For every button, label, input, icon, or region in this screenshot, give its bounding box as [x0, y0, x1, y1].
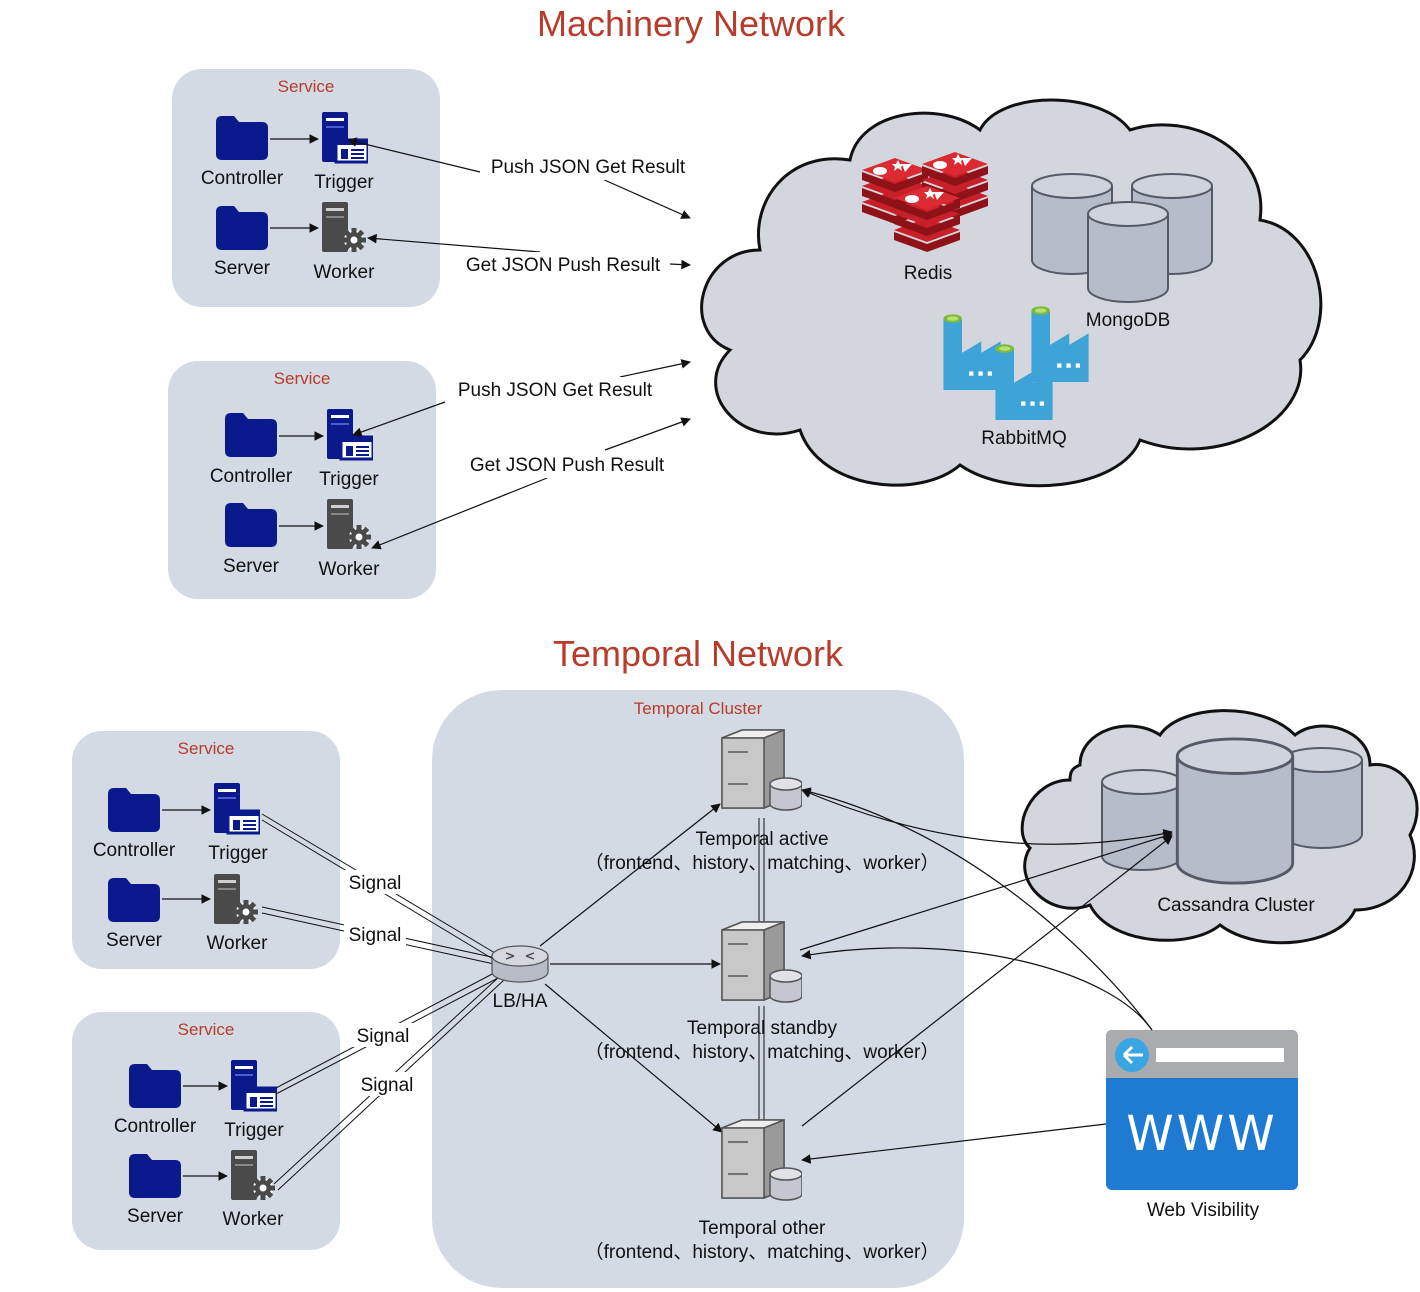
cassandra-cylinder-icon: [1175, 737, 1295, 885]
controller-folder-icon: [225, 413, 277, 457]
node-name: Temporal active: [695, 829, 828, 850]
worker-label: Worker: [223, 1209, 285, 1230]
server-folder-icon: [108, 878, 160, 922]
group-label: Service: [278, 77, 335, 96]
lb-label: LB/HA: [493, 991, 548, 1012]
node-roles: （frontend、history、matching、worker）: [585, 852, 940, 874]
storage-links: [799, 787, 1173, 1164]
machinery-edges: [347, 137, 691, 550]
server-label: Server: [214, 258, 271, 279]
node-roles: （frontend、history、matching、worker）: [585, 1241, 940, 1263]
server-label: Server: [127, 1206, 184, 1227]
cluster-replication-line: [758, 818, 765, 1120]
controller-label: Controller: [114, 1116, 197, 1137]
server-label: Server: [223, 556, 280, 577]
trigger-label: Trigger: [319, 469, 379, 490]
edge-label: Get JSON Push Result: [470, 455, 665, 476]
edge-label: Push JSON Get Result: [458, 380, 653, 401]
router-icon: [491, 945, 549, 983]
machinery-broker-cloud: Redis MongoDB RabbitMQ: [700, 98, 1323, 488]
trigger-label: Trigger: [314, 172, 374, 193]
worker-label: Worker: [319, 559, 381, 580]
group-label: Service: [178, 739, 235, 758]
server-folder-icon: [225, 503, 277, 547]
controller-label: Controller: [93, 840, 176, 861]
cassandra-cylinder-icon: [1101, 769, 1183, 871]
signal-label: Signal: [357, 1026, 410, 1047]
trigger-label: Trigger: [208, 843, 268, 864]
lb-links: [539, 803, 723, 1133]
cassandra-label: Cassandra Cluster: [1157, 895, 1315, 916]
web-visibility-label: Web Visibility: [1147, 1200, 1260, 1221]
www-text: WWW: [1126, 1106, 1277, 1162]
mongodb-label: MongoDB: [1086, 310, 1171, 331]
worker-label: Worker: [314, 262, 376, 283]
signal-label: Signal: [349, 873, 402, 894]
temporal-service-group-1: Service Controller Trigger Server Worker: [72, 731, 340, 969]
redis-label: Redis: [904, 263, 953, 284]
trigger-label: Trigger: [224, 1120, 284, 1141]
controller-label: Controller: [210, 466, 293, 487]
machinery-title: Machinery Network: [537, 3, 846, 44]
cluster-label: Temporal Cluster: [634, 699, 763, 718]
machinery-service-group-1: Service Controller Trigger Server Worker: [172, 69, 440, 307]
cassandra-cloud: Cassandra Cluster: [1020, 709, 1419, 945]
signal-label: Signal: [361, 1075, 414, 1096]
machinery-service-group-2: Service Controller Trigger Server Worker: [168, 361, 436, 599]
worker-label: Worker: [207, 933, 269, 954]
group-label: Service: [178, 1020, 235, 1039]
server-label: Server: [106, 930, 163, 951]
group-label: Service: [274, 369, 331, 388]
node-name: Temporal other: [699, 1218, 826, 1239]
temporal-cluster-box: [432, 690, 964, 1288]
controller-label: Controller: [201, 168, 284, 189]
controller-folder-icon: [108, 788, 160, 832]
server-folder-icon: [129, 1154, 181, 1198]
node-name: Temporal standby: [687, 1018, 837, 1039]
signal-label: Signal: [349, 925, 402, 946]
temporal-title: Temporal Network: [553, 633, 844, 674]
node-roles: （frontend、history、matching、worker）: [585, 1041, 940, 1063]
temporal-service-group-2: Service Controller Trigger Server Worker: [72, 1012, 340, 1250]
edge-label: Push JSON Get Result: [491, 157, 686, 178]
controller-folder-icon: [216, 116, 268, 160]
controller-folder-icon: [129, 1064, 181, 1108]
server-folder-icon: [216, 206, 268, 250]
edge-label: Get JSON Push Result: [466, 255, 661, 276]
web-visibility-icon: WWW: [1106, 1030, 1298, 1190]
rabbitmq-label: RabbitMQ: [981, 428, 1067, 449]
mongodb-cylinder-icon: [1087, 201, 1169, 303]
